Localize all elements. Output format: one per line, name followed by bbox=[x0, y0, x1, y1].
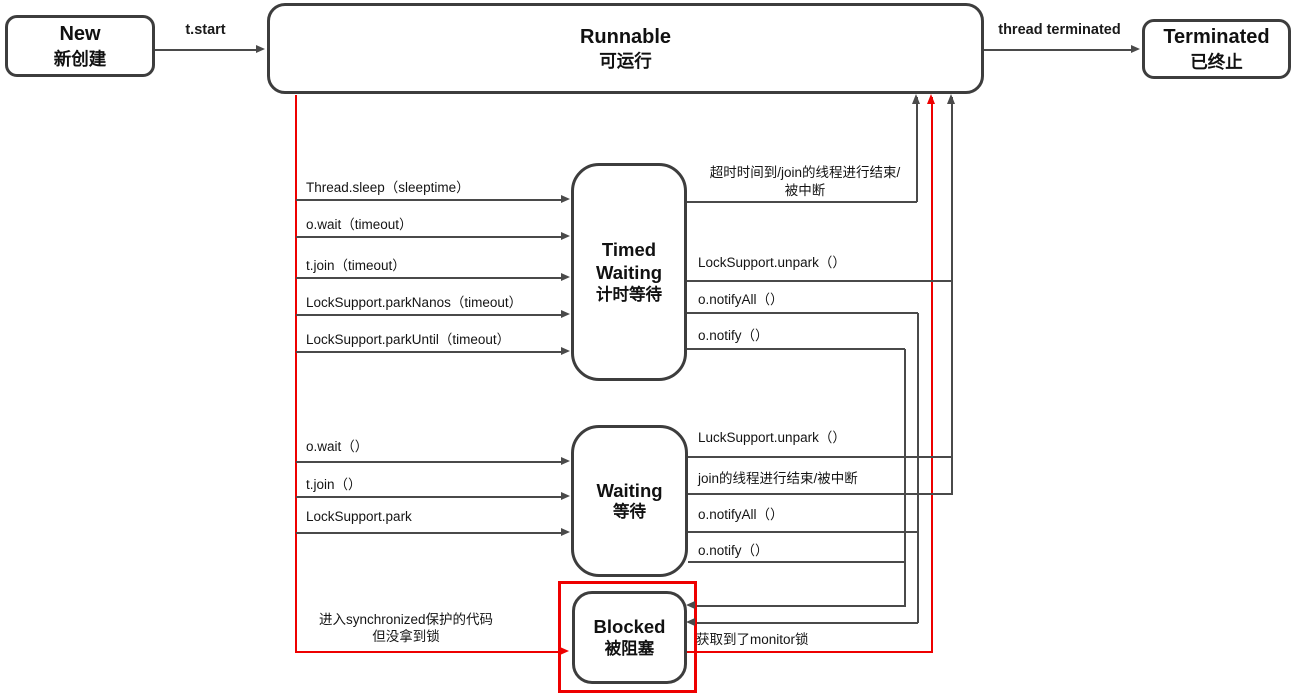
line-tw-in-5 bbox=[296, 351, 562, 353]
label-o-wait: o.wait（） bbox=[306, 439, 369, 454]
label-park-nanos: LockSupport.parkNanos（timeout） bbox=[306, 295, 523, 310]
label-enter-synchronized-line2: 但没拿到锁 bbox=[372, 629, 440, 644]
state-new-label-en: New bbox=[59, 23, 101, 45]
arrowhead-tw-in-4 bbox=[561, 310, 570, 318]
arrowhead-to-runnable-red bbox=[927, 94, 935, 104]
line-w-notifyall bbox=[688, 531, 918, 533]
line-w-notify bbox=[688, 561, 905, 563]
label-timeout-return-line1: 超时时间到/join的线程进行结束/ bbox=[709, 165, 901, 180]
label-acquired-monitor: 获取到了monitor锁 bbox=[696, 632, 809, 647]
state-timed-waiting: Timed Waiting 计时等待 bbox=[571, 163, 687, 381]
line-tw-in-2 bbox=[296, 236, 562, 238]
line-tw-notify bbox=[687, 348, 905, 350]
line-red-to-blocked bbox=[295, 651, 561, 653]
arrowhead-to-blocked-red bbox=[560, 647, 569, 655]
label-thread-terminated: thread terminated bbox=[998, 22, 1121, 38]
line-tw-in-3 bbox=[296, 277, 562, 279]
arrowhead-into-blocked-2 bbox=[686, 618, 695, 626]
label-notify-tw: o.notify（） bbox=[698, 328, 769, 343]
label-notifyall-tw: o.notifyAll（） bbox=[698, 292, 784, 307]
line-w-join-end bbox=[688, 493, 952, 495]
label-o-wait-timeout: o.wait（timeout） bbox=[306, 217, 413, 232]
arrowhead-tw-in-5 bbox=[561, 347, 570, 355]
label-enter-synchronized-line1: 进入synchronized保护的代码 bbox=[318, 612, 494, 627]
state-timed-waiting-label-zh: 计时等待 bbox=[596, 286, 662, 305]
line-tw-timeout bbox=[687, 201, 917, 203]
arrowhead-w-in-1 bbox=[561, 457, 570, 465]
arrowhead-thread-terminated bbox=[1131, 45, 1140, 53]
state-terminated: Terminated 已终止 bbox=[1142, 19, 1291, 79]
label-t-start: t.start bbox=[185, 22, 226, 38]
state-waiting-label-zh: 等待 bbox=[613, 503, 646, 522]
arrowhead-t-start bbox=[256, 45, 265, 53]
line-thread-terminated bbox=[984, 49, 1131, 51]
line-notifyall-down bbox=[917, 313, 919, 623]
state-blocked-label-zh: 被阻塞 bbox=[604, 639, 655, 658]
line-red-ascend bbox=[931, 97, 933, 652]
line-tw-timeout-up bbox=[916, 97, 918, 202]
state-runnable-label-en: Runnable bbox=[579, 25, 672, 48]
line-tw-in-4 bbox=[296, 314, 562, 316]
label-t-join-timeout: t.join（timeout） bbox=[306, 258, 406, 273]
line-unpark-up bbox=[951, 97, 953, 495]
line-w-in-3 bbox=[296, 532, 562, 534]
arrowhead-w-in-2 bbox=[561, 492, 570, 500]
state-timed-waiting-label-en2: Waiting bbox=[595, 262, 663, 284]
state-waiting-label-en: Waiting bbox=[596, 479, 663, 501]
line-into-blocked-2 bbox=[691, 622, 918, 624]
state-new: New 新创建 bbox=[5, 15, 155, 77]
state-terminated-label-zh: 已终止 bbox=[1190, 51, 1243, 72]
state-blocked-label-en: Blocked bbox=[593, 616, 666, 638]
line-t-start bbox=[155, 49, 256, 51]
line-into-blocked-1 bbox=[691, 605, 905, 607]
label-join-end: join的线程进行结束/被中断 bbox=[698, 471, 858, 486]
label-unpark-tw: LockSupport.unpark（） bbox=[698, 255, 846, 270]
state-new-label-zh: 新创建 bbox=[53, 48, 107, 69]
label-park-until: LockSupport.parkUntil（timeout） bbox=[306, 332, 511, 347]
state-blocked: Blocked 被阻塞 bbox=[572, 591, 687, 684]
arrowhead-tw-in-1 bbox=[561, 195, 570, 203]
state-waiting: Waiting 等待 bbox=[571, 425, 688, 577]
arrowhead-into-blocked-1 bbox=[686, 601, 695, 609]
line-w-in-1 bbox=[296, 461, 562, 463]
arrowhead-tw-in-3 bbox=[561, 273, 570, 281]
line-tw-notifyall bbox=[687, 312, 918, 314]
arrowhead-unpark-up bbox=[947, 94, 955, 104]
label-t-join: t.join（） bbox=[306, 477, 362, 492]
blocked-highlight-frame bbox=[558, 581, 697, 693]
label-timeout-return-line2: 被中断 bbox=[784, 183, 826, 198]
label-unpark-w: LuckSupport.unpark（） bbox=[698, 430, 846, 445]
arrowhead-tw-in-2 bbox=[561, 232, 570, 240]
line-w-in-2 bbox=[296, 496, 562, 498]
state-runnable-label-zh: 可运行 bbox=[599, 51, 652, 72]
state-runnable: Runnable 可运行 bbox=[267, 3, 984, 94]
state-terminated-label-en: Terminated bbox=[1163, 26, 1270, 48]
label-thread-sleep: Thread.sleep（sleeptime） bbox=[306, 180, 470, 195]
arrowhead-tw-timeout bbox=[912, 94, 920, 104]
label-notifyall-w: o.notifyAll（） bbox=[698, 507, 784, 522]
line-tw-unpark bbox=[687, 280, 952, 282]
line-notify-down bbox=[904, 349, 906, 607]
arrowhead-w-in-3 bbox=[561, 528, 570, 536]
line-red-descend bbox=[295, 95, 297, 652]
label-lock-support-park: LockSupport.park bbox=[306, 509, 412, 524]
label-notify-w: o.notify（） bbox=[698, 543, 769, 558]
state-timed-waiting-label-en1: Timed bbox=[601, 238, 657, 260]
line-tw-in-1 bbox=[296, 199, 562, 201]
line-monitor-acquired bbox=[687, 651, 933, 653]
label-timeout-return: 超时时间到/join的线程进行结束/ 被中断 bbox=[690, 164, 920, 200]
label-enter-synchronized: 进入synchronized保护的代码 但没拿到锁 bbox=[300, 611, 512, 645]
line-w-unpark bbox=[688, 456, 952, 458]
